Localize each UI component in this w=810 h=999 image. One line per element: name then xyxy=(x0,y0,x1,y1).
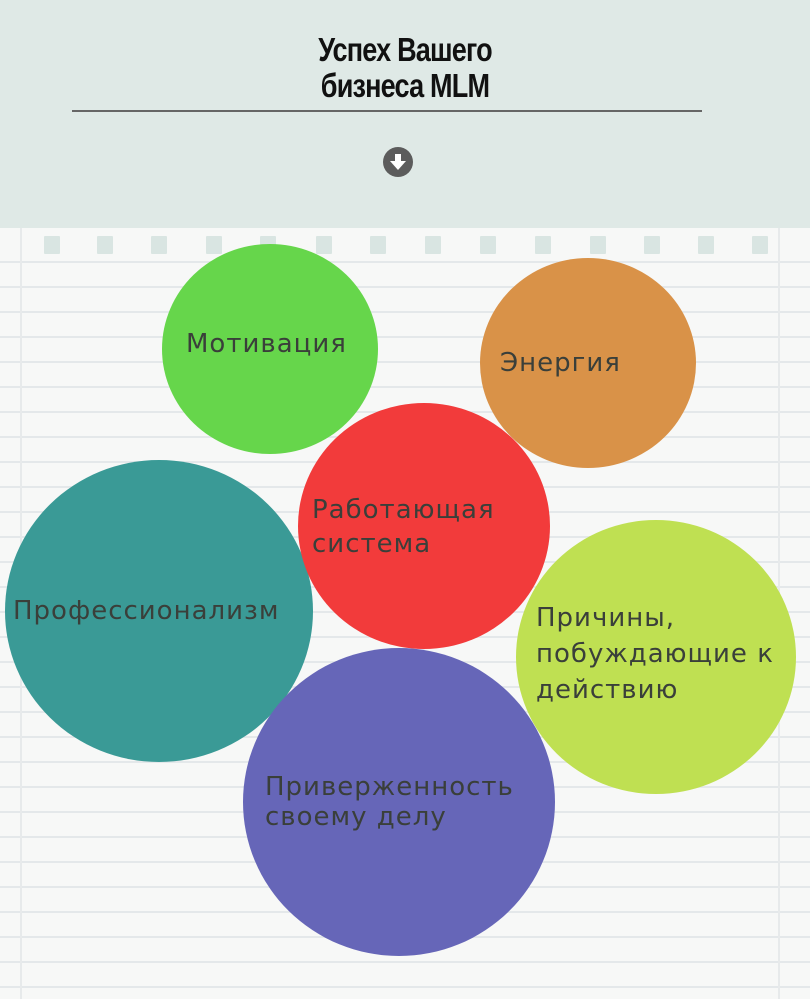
binding-hole xyxy=(44,236,60,254)
binding-hole xyxy=(151,236,167,254)
title-line-1: Успех Вашего xyxy=(318,31,492,68)
circle-commitment: Приверженность своему делу xyxy=(243,648,555,956)
binding-hole xyxy=(97,236,113,254)
arrow-down-circle-icon[interactable] xyxy=(383,147,413,177)
notebook-binding-holes xyxy=(0,228,810,258)
circle-energy: Энергия xyxy=(480,258,696,468)
circle-motivation-label: Мотивация xyxy=(186,329,347,359)
binding-hole xyxy=(590,236,606,254)
binding-hole xyxy=(480,236,496,254)
binding-hole xyxy=(644,236,660,254)
title-line-2: бизнеса MLM xyxy=(320,67,490,104)
circle-commitment-label: Приверженность своему делу xyxy=(265,772,514,832)
circle-reasons: Причины, побуждающие к действию xyxy=(516,520,796,794)
title-divider xyxy=(72,110,702,112)
circle-system-label: Работающая система xyxy=(312,495,495,559)
circle-system: Работающая система xyxy=(298,403,550,649)
page-title: Успех Вашего бизнеса MLM xyxy=(270,32,541,104)
binding-hole xyxy=(425,236,441,254)
circle-energy-label: Энергия xyxy=(500,348,621,378)
binding-hole xyxy=(535,236,551,254)
circle-professionalism-label: Профессионализм xyxy=(13,596,280,626)
circle-motivation: Мотивация xyxy=(162,244,378,454)
circle-reasons-label: Причины, побуждающие к действию xyxy=(536,603,774,705)
binding-hole xyxy=(370,236,386,254)
header-banner xyxy=(0,0,810,228)
binding-hole xyxy=(698,236,714,254)
circle-professionalism: Профессионализм xyxy=(5,460,313,762)
binding-hole xyxy=(206,236,222,254)
arrow-down-glyph xyxy=(390,154,406,170)
binding-hole xyxy=(752,236,768,254)
binding-hole xyxy=(316,236,332,254)
